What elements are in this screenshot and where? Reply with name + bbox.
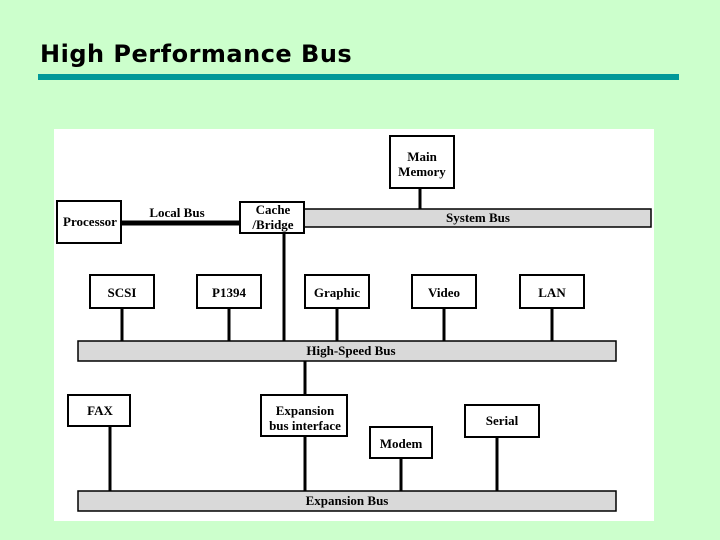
main-memory-label-1: Main xyxy=(407,149,437,164)
expansion-interface-box xyxy=(260,394,348,437)
p1394-label: P1394 xyxy=(212,285,246,300)
graphic-box xyxy=(304,274,370,309)
serial-box xyxy=(464,404,540,438)
title-underline xyxy=(38,74,679,80)
processor-label: Processor xyxy=(63,214,117,229)
cache-bridge-box xyxy=(239,201,305,234)
cache-bridge-label-2: /Bridge xyxy=(251,217,293,232)
system-bus-label: System Bus xyxy=(446,210,510,225)
serial-label: Serial xyxy=(486,413,519,428)
fax-label: FAX xyxy=(87,403,113,418)
high-speed-bus xyxy=(77,340,617,362)
fax-box xyxy=(67,394,131,427)
lan-box xyxy=(519,274,585,309)
slide-title: High Performance Bus xyxy=(40,40,353,68)
local-bus-label: Local Bus xyxy=(149,205,204,220)
bus-diagram: System Bus High-Speed Bus Expansion Bus … xyxy=(54,129,654,521)
scsi-box xyxy=(89,274,155,309)
modem-box xyxy=(369,426,433,459)
processor-box xyxy=(56,200,122,244)
video-label: Video xyxy=(428,285,460,300)
expansion-interface-label-2: bus interface xyxy=(269,418,341,433)
video-box xyxy=(411,274,477,309)
modem-label: Modem xyxy=(380,436,423,451)
expansion-interface-label-1: Expansion xyxy=(276,403,335,418)
high-speed-bus-label: High-Speed Bus xyxy=(306,343,395,358)
main-memory-box xyxy=(389,135,455,189)
bus-diagram-svg: System Bus High-Speed Bus Expansion Bus … xyxy=(56,135,652,512)
scsi-label: SCSI xyxy=(108,285,137,300)
lan-label: LAN xyxy=(538,285,566,300)
main-memory-label-2: Memory xyxy=(398,164,446,179)
expansion-bus-label: Expansion Bus xyxy=(306,493,389,508)
expansion-bus xyxy=(77,490,617,512)
p1394-box xyxy=(196,274,262,309)
graphic-label: Graphic xyxy=(314,285,360,300)
cache-bridge-label-1: Cache xyxy=(256,202,291,217)
